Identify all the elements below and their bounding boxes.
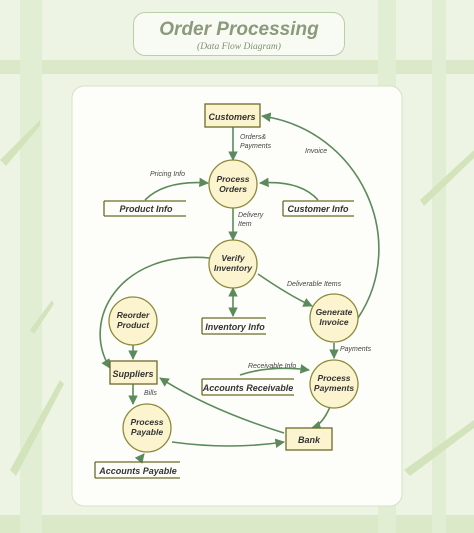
datastore-customer-info-label: Customer Info [287,204,349,214]
flow-label-invoice: Invoice [305,148,327,155]
datastore-product-info[interactable]: Product Info [103,200,186,217]
flow-accounts-receivable-to-process-payments [239,364,310,376]
flow-bank-to-suppliers [159,377,285,434]
flow-label-receivable-info: Receivable Info [248,363,296,370]
datastore-inventory-info-label: Inventory Info [205,322,265,332]
flow-generate-invoice-to-customers [261,112,380,319]
datastore-accounts-payable[interactable]: Accounts Payable [94,461,180,479]
flow-verify-inventory-to-generate-invoice [257,273,313,307]
generate-invoice-label-2: Invoice [319,317,349,327]
page-subtitle: (Data Flow Diagram) [197,42,281,52]
entity-suppliers[interactable]: Suppliers [109,360,158,385]
flow-product-info-to-process-orders [144,177,209,201]
process-generate-invoice[interactable]: Generate Invoice [309,293,359,343]
process-process-payable[interactable]: Process Payable [122,403,172,453]
datastore-accounts-receivable[interactable]: Accounts Receivable [201,378,294,396]
flow-label-bills: Bills [144,390,157,397]
flow-label-orders-payments-1: Orders& [240,134,266,141]
flow-label-orders-payments-2: Payments [240,143,272,150]
process-payments-label-2: Payments [314,383,354,393]
title-box: Order Processing (Data Flow Diagram) [133,12,345,56]
process-process-payments[interactable]: Process Payments [309,359,359,409]
process-orders-label-1: Process [216,174,249,184]
datastore-product-info-label: Product Info [120,204,173,214]
datastore-customer-info[interactable]: Customer Info [282,200,354,217]
entity-customers[interactable]: Customers [204,103,261,128]
flow-label-deliverable-items: Deliverable Items [287,281,342,288]
verify-inventory-label-2: Inventory [214,263,254,273]
datastore-inventory-info[interactable]: Inventory Info [201,317,266,335]
flow-process-payable-to-bank [171,438,285,449]
flow-label-pricing-info: Pricing Info [150,171,185,178]
process-payable-label-2: Payable [131,427,163,437]
process-verify-inventory[interactable]: Verify Inventory [208,239,258,289]
diagram-panel [71,85,403,507]
entity-customers-label: Customers [208,112,255,122]
process-payments-label-1: Process [317,373,350,383]
generate-invoice-label-1: Generate [316,307,353,317]
flow-verify-inventory-to-suppliers [99,256,211,369]
process-payable-label-1: Process [130,417,163,427]
reorder-product-label-1: Reorder [117,310,150,320]
entity-bank[interactable]: Bank [285,427,333,451]
process-process-orders[interactable]: Process Orders [208,159,258,209]
process-reorder-product[interactable]: Reorder Product [108,296,158,346]
flow-accounts-payable-to-process-payable [134,453,145,464]
flow-label-payments: Payments [340,346,372,353]
flow-label-delivery-item-2: Item [238,221,252,228]
flow-customer-info-to-process-orders [259,177,319,201]
page-title: Order Processing [159,19,319,40]
flow-label-delivery-item-1: Delivery [238,212,264,219]
datastore-accounts-receivable-label: Accounts Receivable [202,383,294,393]
entity-bank-label: Bank [298,435,321,445]
datastore-accounts-payable-label: Accounts Payable [98,466,177,476]
verify-inventory-label-1: Verify [221,253,246,263]
reorder-product-label-2: Product [117,320,150,330]
entity-suppliers-label: Suppliers [112,369,153,379]
process-orders-label-2: Orders [219,184,247,194]
flow-process-payments-to-bank [311,406,331,431]
